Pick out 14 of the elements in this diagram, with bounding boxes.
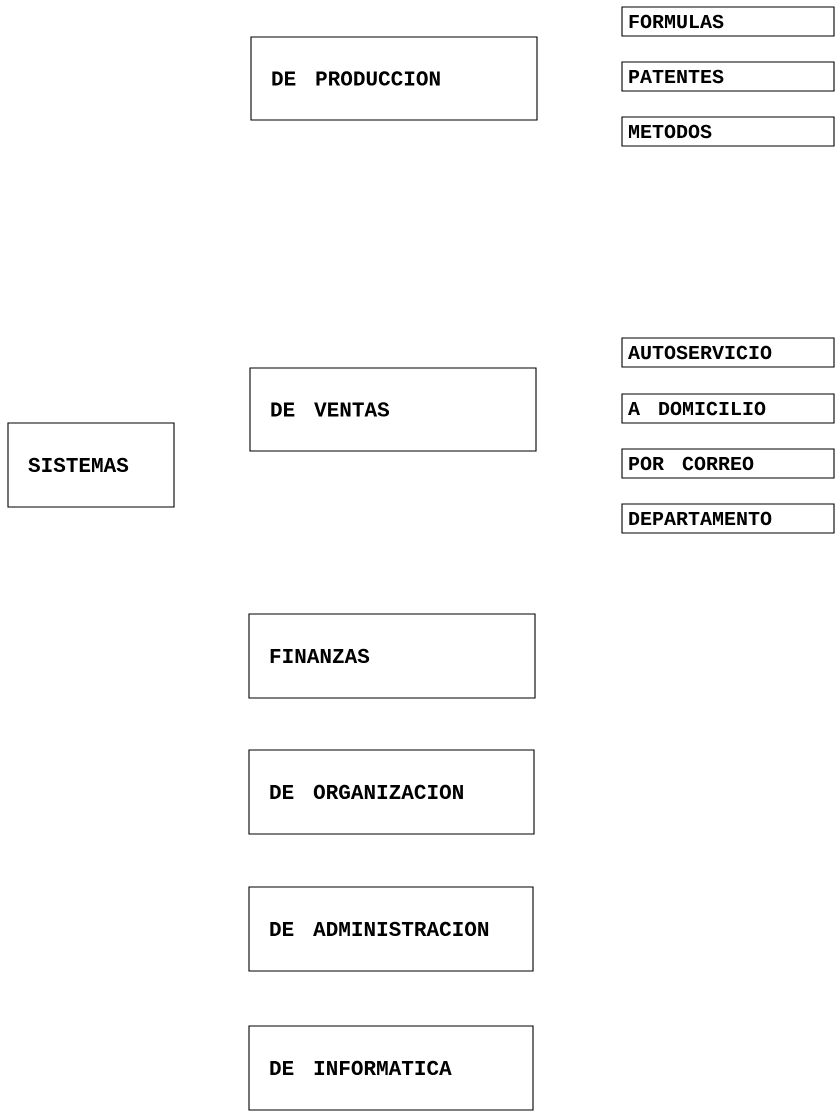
item-box: POR CORREO xyxy=(621,448,835,479)
item-box: AUTOSERVICIO xyxy=(621,337,835,368)
item-box: DEPARTAMENTO xyxy=(621,503,835,534)
item-box: PATENTES xyxy=(621,61,835,92)
item-box: FORMULAS xyxy=(621,6,835,37)
system-box: DE INFORMATICA xyxy=(248,1025,534,1111)
system-box: SISTEMAS xyxy=(7,422,175,508)
system-box: DE ADMINISTRACION xyxy=(248,886,534,972)
item-box: METODOS xyxy=(621,116,835,147)
system-box: DE PRODUCCION xyxy=(250,36,538,121)
system-box: FINANZAS xyxy=(248,613,536,699)
system-box: DE VENTAS xyxy=(249,367,537,452)
system-box: DE ORGANIZACION xyxy=(248,749,535,835)
item-box: A DOMICILIO xyxy=(621,393,835,424)
